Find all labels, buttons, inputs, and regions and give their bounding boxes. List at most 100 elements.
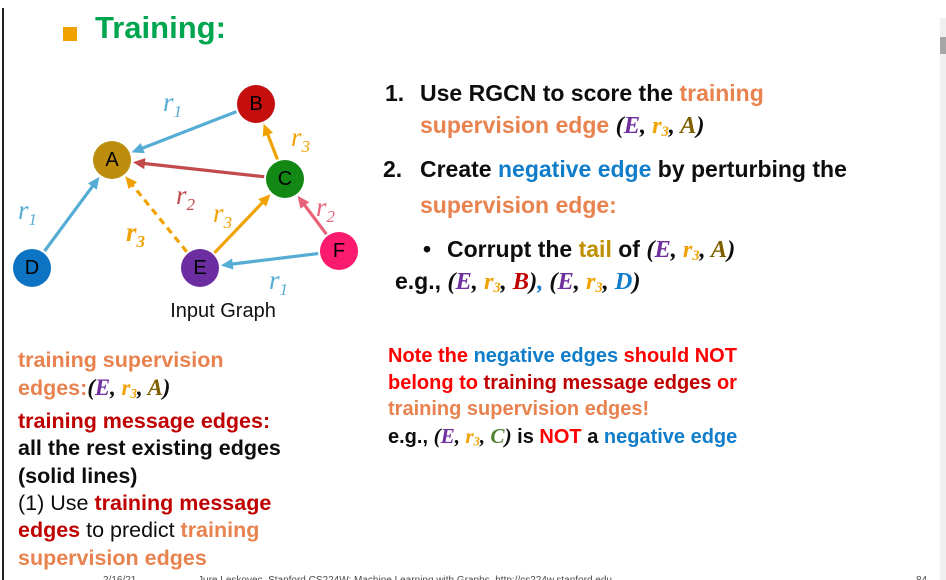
text-run: supervision edges [18,545,207,570]
math-token: E [623,112,640,139]
legend-line-1: training supervision [18,347,383,374]
text-run: of [611,236,647,262]
graph-edge-D-A [43,183,96,253]
math-token: ) [529,268,538,295]
legend-line-4: all the rest existing edges [18,435,383,462]
legend-line-3: training message edges: [18,408,383,435]
edge-label-r1: r1 [18,195,37,229]
footer-date: 2/16/21 [103,575,136,580]
text-run: edges [18,518,81,543]
math-token: ( [447,268,456,295]
text-run: is [511,425,540,448]
step-2-line-2: supervision edge: [420,192,617,219]
graph-node-label-A: A [105,149,119,171]
math-token: A [710,236,728,263]
math-token: r [585,268,596,295]
math-token: , [668,112,681,139]
math-token: r [121,375,131,401]
scrollbar-thumb[interactable] [940,37,946,54]
math-token: r [652,112,662,139]
text-run: tail [578,236,612,262]
text-run: (1) Use [18,490,95,515]
math-token: ( [433,423,441,448]
edge-label-r1: r1 [269,265,288,299]
math-token: , [602,268,615,295]
graph-edge-B-A [139,110,238,151]
math-token: B [512,268,530,295]
text-run: Use RGCN to score the [420,80,680,106]
text-run: training message edges: [18,408,271,433]
math-token: ( [543,268,558,295]
graph-node-label-D: D [25,257,39,279]
math-token: , [699,236,711,263]
page-title: Training: [95,10,226,45]
text-run: edges: [18,376,88,401]
step-1-line-1: Use RGCN to score the training [420,80,764,107]
legend-line-7: edges to predict training [18,517,383,544]
graph-node-E [181,249,219,287]
step-1-number: 1. [385,80,405,106]
text-run: (solid lines) [18,463,138,488]
legend-line-5: (solid lines) [18,463,383,490]
math-token: r [465,423,474,448]
scrollbar-track[interactable] [940,18,946,580]
note-line-3: training supervision edges! [388,396,928,423]
text-run: negative edge [497,156,652,182]
edge-label-r2: r2 [316,192,336,226]
text-run: negative edges [473,345,624,367]
math-token: , [479,423,491,448]
slide-left-border [2,8,4,580]
bullet-marker: • [423,236,432,262]
math-token: , [573,268,586,295]
graph-node-label-E: E [193,257,206,279]
math-token: , [454,423,466,448]
math-token: E [455,268,472,295]
graph-node-C [266,160,304,198]
arrowhead-icon [132,158,146,170]
math-token: E [440,423,455,448]
math-token: , [500,268,513,295]
note-line-1: Note the negative edges should NOT [388,343,928,370]
arrowhead-icon [297,195,310,209]
math-token: ) [162,375,171,401]
edge-label-r3: r3 [126,217,146,251]
corrupt-tail-line: Corrupt the tail of (E, r3, A) [447,236,735,265]
edge-label-r1: r1 [163,87,182,121]
text-run: to predict [80,518,181,543]
math-token: 3 [473,434,480,449]
text-run: Create [420,156,498,182]
math-token: , [471,268,484,295]
arrowhead-icon [87,176,100,190]
text-run: negative edge [603,425,738,448]
math-token: 3 [661,124,669,141]
legend-line-8: supervision edges [18,545,383,572]
text-run: e.g., [388,425,434,448]
math-token: 3 [130,386,138,402]
legend-line-2: edges:(E, r3, A) [18,374,383,407]
graph-edge-F-C [301,202,328,236]
example-line: e.g., (E, r3, B), (E, r3, D) [395,268,641,297]
arrowhead-icon [125,176,138,190]
title-bullet-icon [63,27,77,41]
math-token: ( [87,375,95,401]
text-run: NOT [539,425,582,448]
text-run: a [581,425,604,448]
text-run: training message edges [483,371,717,394]
math-token: 3 [493,280,501,297]
graph-edge-E-A [129,182,188,253]
math-token: , [639,112,653,139]
text-run: Corrupt the [447,236,579,262]
step-2-number: 2. [383,156,403,182]
math-token: A [147,375,163,401]
graph-edge-F-E [229,251,319,266]
math-token: D [614,268,633,295]
math-token: r [483,268,494,295]
math-token: E [654,236,671,263]
math-token: E [557,268,574,295]
math-token: A [680,112,697,139]
math-token: ( [646,236,655,263]
footer-page-number: 84 [916,575,927,580]
step-2-line-1: Create negative edge by perturbing the [420,156,847,183]
